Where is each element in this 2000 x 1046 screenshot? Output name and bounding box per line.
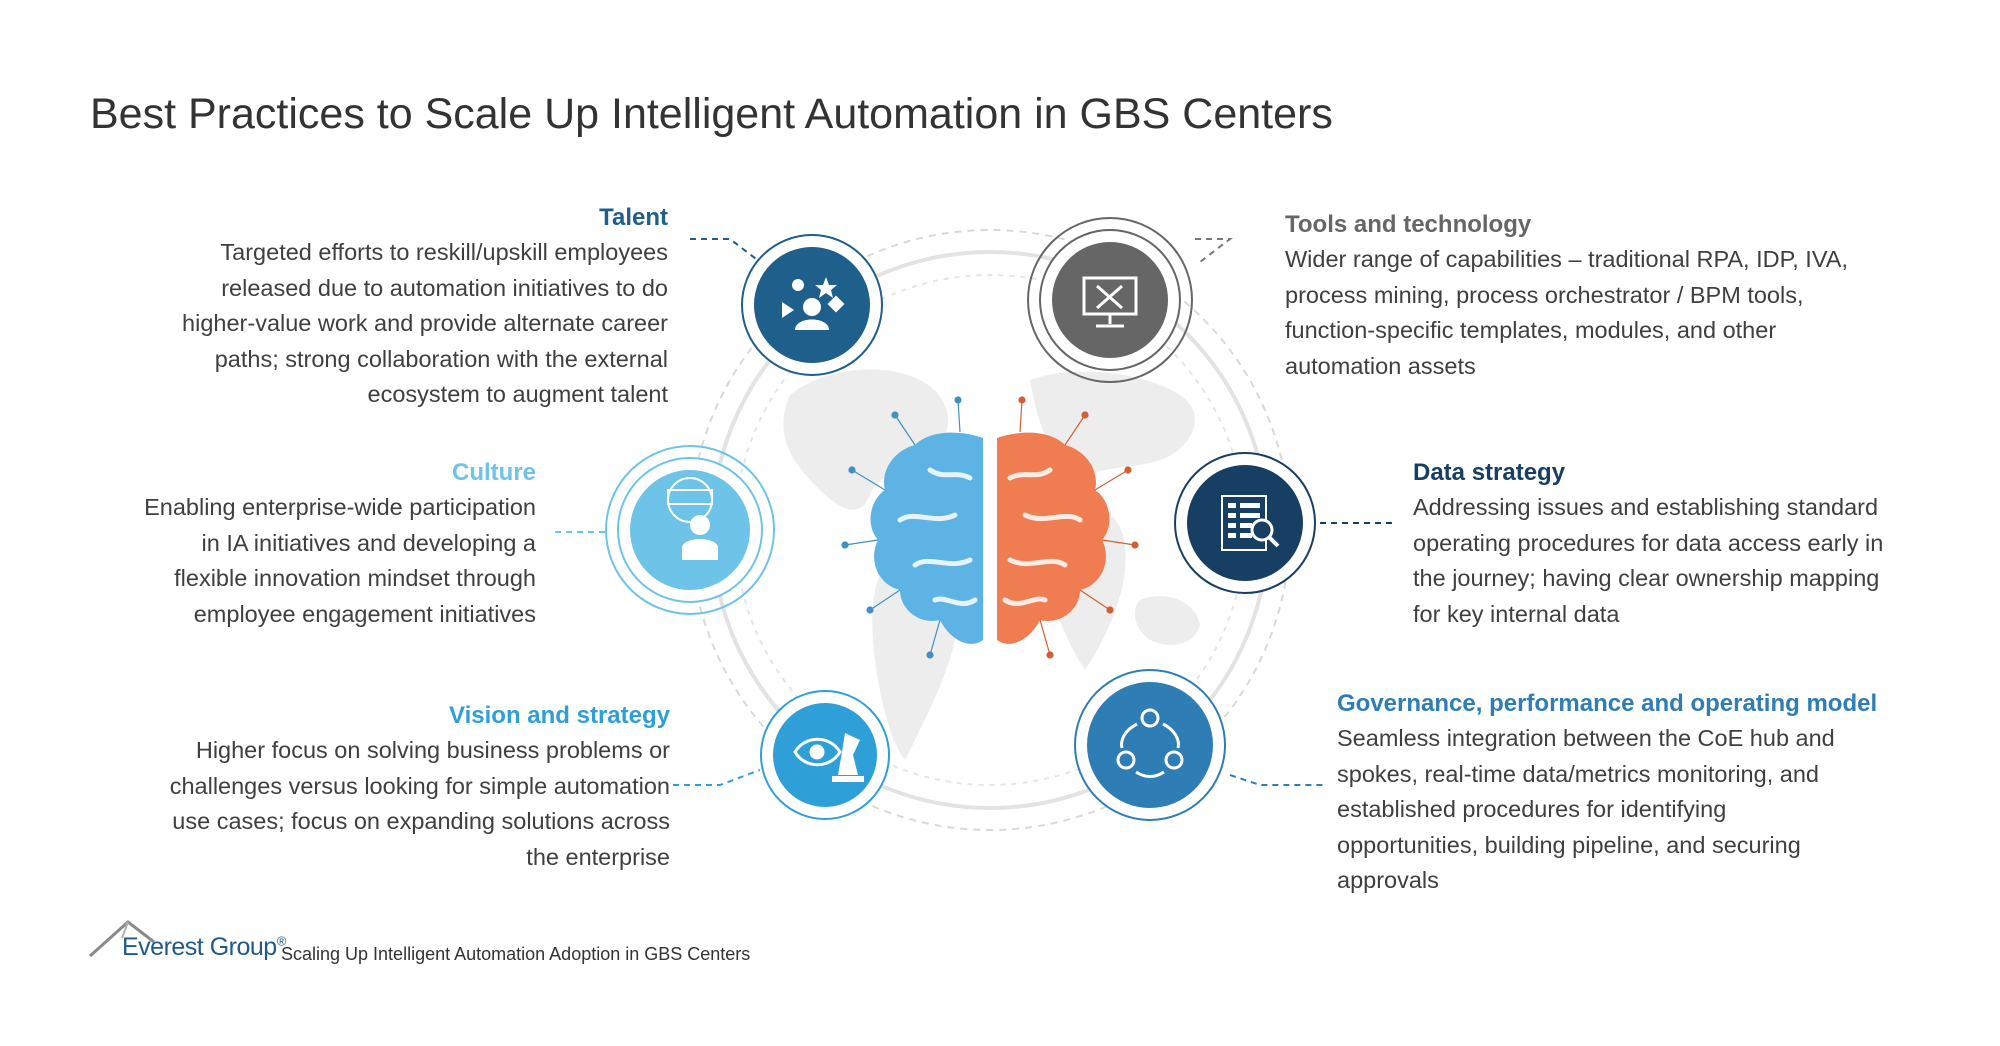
tools-line: function-specific templates, modules, an… <box>1285 317 1777 343</box>
governance-line: spokes, real-time data/metrics monitorin… <box>1337 760 1819 787</box>
tools-connector <box>1195 238 1233 263</box>
people-icon <box>782 277 845 330</box>
talent-node <box>741 234 883 376</box>
talent-heading: Talent <box>599 204 668 231</box>
governance-block: Governance, performance and operating mo… <box>1337 686 1957 899</box>
engagement-icon <box>667 477 718 560</box>
vision-line: the enterprise <box>526 843 670 870</box>
data-heading: Data strategy <box>1413 459 1566 486</box>
vision-block: Vision and strategy Higher focus on solv… <box>110 698 670 875</box>
tools-node <box>1027 217 1193 383</box>
talent-block: Talent Targeted efforts to reskill/upski… <box>108 200 668 413</box>
footer-brand: Everest Group® <box>122 933 286 962</box>
tools-block: Tools and technology Wider range of capa… <box>1285 207 1945 384</box>
vision-line: challenges versus looking for simple aut… <box>169 772 670 799</box>
page-title: Best Practices to Scale Up Intelligent A… <box>90 90 1333 138</box>
vision-node <box>760 690 890 820</box>
culture-line: in IA initiatives and developing a <box>201 529 536 556</box>
talent-line: higher-value work and provide alternate … <box>182 310 668 336</box>
culture-line: employee engagement initiatives <box>193 600 536 627</box>
vision-line: use cases; focus on expanding solutions … <box>172 808 670 834</box>
data-search-icon <box>1221 495 1280 551</box>
gears-cycle-icon <box>1116 708 1184 778</box>
tools-heading: Tools and technology <box>1285 211 1532 238</box>
culture-line: flexible innovation mindset through <box>174 565 536 591</box>
tools-line: Wider range of capabilities – traditiona… <box>1285 246 1848 272</box>
governance-node <box>1074 669 1226 821</box>
data-line: Addressing issues and establishing stand… <box>1413 494 1879 520</box>
vision-heading: Vision and strategy <box>449 702 670 729</box>
governance-line: approvals <box>1337 867 1439 893</box>
footer-caption: Scaling Up Intelligent Automation Adopti… <box>281 944 751 964</box>
governance-line: established procedures for identifying <box>1337 796 1727 822</box>
tools-line: process mining, process orchestrator / B… <box>1285 281 1804 308</box>
governance-line: Seamless integration between the CoE hub… <box>1337 725 1835 751</box>
vision-connector <box>673 769 761 786</box>
data-line: the journey; having clear ownership mapp… <box>1413 565 1880 591</box>
culture-line: Enabling enterprise-wide participation <box>144 494 536 520</box>
everest-logo-icon <box>88 920 155 958</box>
vision-line: Higher focus on solving business problem… <box>195 737 670 763</box>
talent-line: released due to automation initiatives t… <box>221 274 668 301</box>
data-line: operating procedures for data access ear… <box>1413 529 1884 556</box>
data-block: Data strategy Addressing issues and esta… <box>1413 455 1973 632</box>
registered-mark: ® <box>276 933 287 949</box>
culture-block: Culture Enabling enterprise-wide partici… <box>76 455 536 632</box>
tools-line: automation assets <box>1285 352 1476 379</box>
monitor-tools-icon <box>1082 276 1138 328</box>
brain-left-half <box>841 396 983 659</box>
talent-line: ecosystem to augment talent <box>367 381 668 407</box>
data-line: for key internal data <box>1413 600 1620 627</box>
talent-line: paths; strong collaboration with the ext… <box>214 345 668 372</box>
governance-heading: Governance, performance and operating mo… <box>1337 690 1878 717</box>
culture-heading: Culture <box>452 459 536 486</box>
talent-connector <box>690 238 761 263</box>
brand-name: Everest Group <box>122 933 277 961</box>
talent-line: Targeted efforts to reskill/upskill empl… <box>220 239 668 265</box>
governance-line: opportunities, building pipeline, and se… <box>1337 831 1801 858</box>
governance-connector <box>1229 774 1325 786</box>
culture-node <box>605 445 775 615</box>
brain-right-half <box>997 396 1139 659</box>
data-node <box>1174 452 1316 594</box>
eye-chess-icon <box>793 733 864 782</box>
